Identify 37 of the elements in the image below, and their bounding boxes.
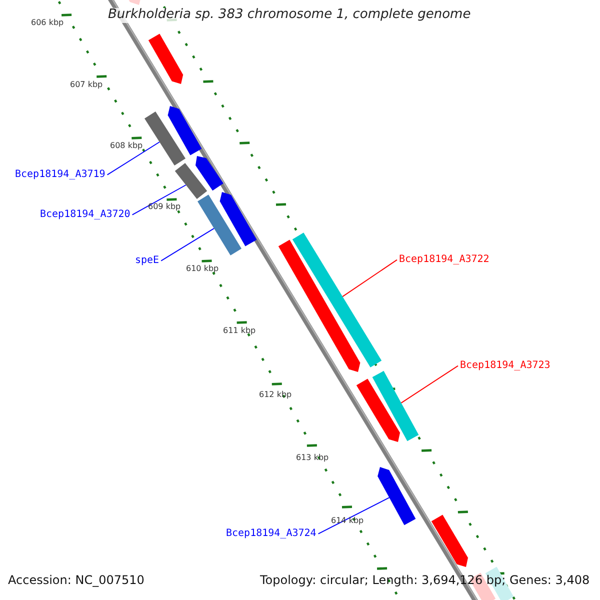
gene-segment [292,232,382,368]
gene-segment [196,156,224,191]
leader-line [342,259,398,298]
gene-segment [144,112,186,166]
footer-text: Topology: circular; Length: 3,694,126 bp; Genes: 3,408 [260,574,590,588]
tick-label: 611 kbp [223,326,256,336]
gene-segment [356,378,400,442]
tick-label: 607 kbp [70,80,103,90]
tick-label: 610 kbp [186,264,219,274]
tick-label: 608 kbp [110,141,143,150]
gene-label: Bcep18194_A3722 [399,254,490,266]
gene-label: Bcep18194_A3719 [15,169,106,180]
footer-text: Accession: NC_007510 [8,574,144,588]
gene-label: Bcep18194_A3724 [226,528,316,540]
leader-line [318,497,390,534]
tick-label: 613 kbp [296,453,329,462]
gene-segment [220,192,257,246]
leader-line [400,365,458,404]
gene-segment [198,194,242,256]
gene-segment [378,467,416,526]
gene-label: speE [135,255,160,266]
gene-label: Bcep18194_A3720 [40,209,130,220]
leader-line [106,142,160,176]
gene-segment [431,514,468,567]
gene-segment [372,370,419,442]
leader-line [132,184,186,216]
tick-label: 609 kbp [148,202,181,212]
title: Burkholderia sp. 383 chromosome 1, complete genome [108,8,471,23]
gene-segment [174,163,208,199]
tick-label: 606 kbp [31,18,64,28]
gene-segment [148,34,184,84]
gene-segment [278,240,360,372]
gene-label: Bcep18194_A3723 [460,360,550,372]
leader-line [160,228,214,262]
tick-label: 614 kbp [331,516,364,526]
gene-segment [168,106,202,156]
tick-label: 612 kbp [259,390,292,400]
